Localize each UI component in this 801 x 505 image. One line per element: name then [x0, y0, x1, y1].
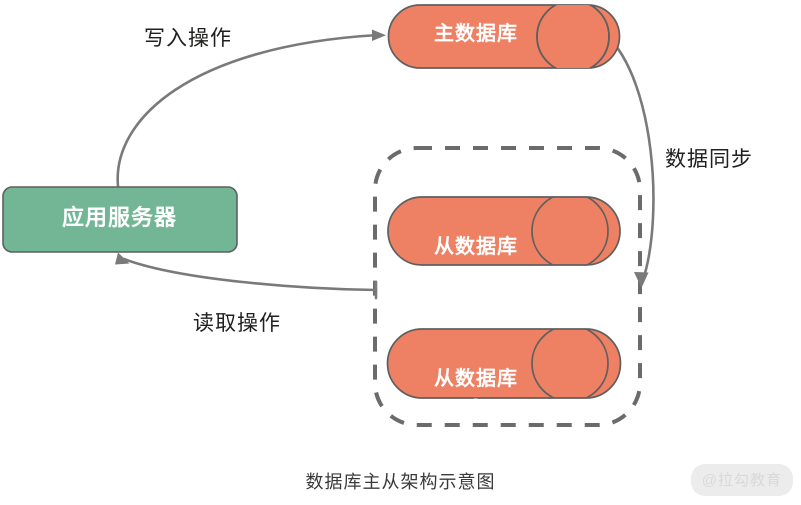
slave-db-2-cylinder-face	[531, 329, 609, 398]
edge-label-read: 读取操作	[193, 312, 281, 335]
master-db-cylinder-face	[536, 5, 610, 68]
edge-label-write: 写入操作	[144, 27, 232, 50]
diagram-caption: 数据库主从架构示意图	[305, 472, 496, 492]
edge-label-sync: 数据同步	[665, 148, 753, 171]
edge-write	[116, 29, 386, 188]
node-slave-db-2[interactable]	[386, 326, 622, 402]
node-master-db[interactable]	[387, 1, 621, 73]
edge-read	[115, 252, 378, 300]
slave-db-1-cylinder-face	[531, 197, 609, 265]
node-app-server[interactable]	[2, 186, 238, 253]
edge-sync	[605, 34, 655, 288]
watermark: @拉勾教育	[690, 464, 793, 496]
node-slave-db-1[interactable]	[387, 193, 621, 269]
